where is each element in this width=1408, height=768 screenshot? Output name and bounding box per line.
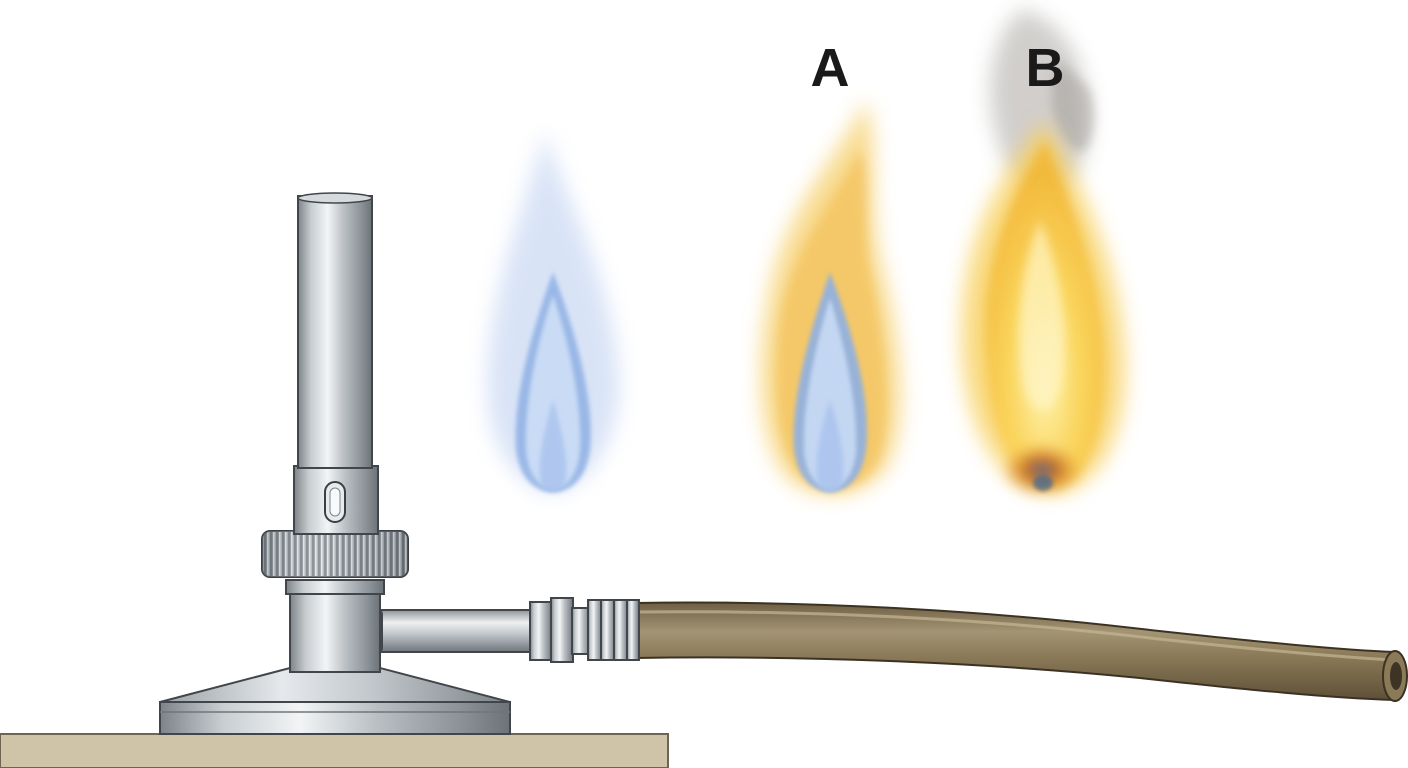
air-hole (324, 481, 346, 523)
burner-base (159, 667, 511, 735)
gas-adjust-collar (261, 530, 409, 578)
flame-a-label: A (811, 38, 850, 98)
flame-b-label: B (1026, 38, 1065, 98)
burner-column (285, 579, 385, 673)
gas-inlet-tube (371, 609, 538, 653)
flame-b (961, 10, 1125, 498)
hose-connector (529, 597, 640, 663)
blue-flame (487, 130, 619, 492)
flame-a (760, 100, 901, 494)
rubber-hose (631, 601, 1408, 702)
burner-barrel (293, 192, 379, 535)
bench-surface (0, 733, 669, 768)
